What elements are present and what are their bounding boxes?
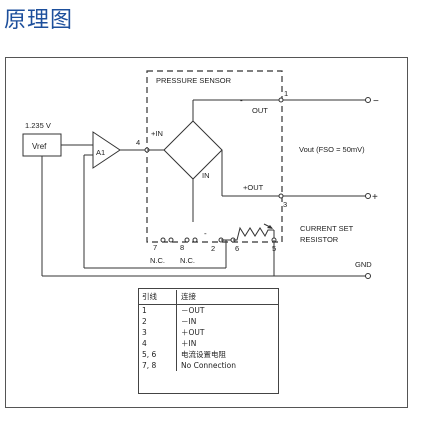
pin8-node — [184, 237, 190, 243]
pin1-node — [278, 97, 284, 103]
minus-dash: - — [240, 96, 243, 105]
pin-connection: 电流设置电阻 — [176, 349, 279, 360]
pin3-number: 3 — [283, 200, 287, 209]
bridge-diamond — [163, 120, 223, 180]
pin3-node — [278, 193, 284, 199]
resistor-label: RESISTOR — [300, 235, 339, 244]
pin8b-node — [192, 237, 198, 243]
vout-label: Vout (FSO = 50mV) — [299, 145, 365, 154]
pin4-number: 4 — [136, 138, 140, 147]
diagram-frame — [5, 57, 408, 408]
pin7-node — [160, 237, 166, 243]
plus-out-label: +OUT — [243, 183, 264, 192]
pin-connection: ＋IN — [176, 338, 279, 349]
amplifier-symbol — [92, 131, 121, 169]
page-title: 原理图 — [4, 8, 74, 33]
pin1-number: 1 — [284, 89, 288, 98]
pin-number: 4 — [142, 339, 147, 348]
gnd-terminal — [365, 273, 371, 279]
pin-number: 2 — [142, 317, 147, 326]
current-set-resistor — [233, 226, 274, 241]
table-row: 2 －IN — [138, 316, 279, 327]
pin2-dash: - — [204, 229, 207, 238]
table-row: 7, 8 No Connection — [138, 360, 279, 371]
pin-connection: ＋OUT — [176, 327, 279, 338]
pin-connection: －OUT — [176, 304, 279, 316]
pin-number: 3 — [142, 328, 147, 337]
pin7-number: 7 — [153, 243, 157, 252]
pin-table: 引线 连接 1 －OUT 2 －IN 3 ＋OUT 4 ＋IN 5, 6 电流设… — [138, 290, 279, 371]
pin-connection: No Connection — [176, 360, 279, 371]
pin-number: 7, 8 — [142, 361, 157, 370]
minus-out-label: OUT — [252, 106, 268, 115]
table-row: 3 ＋OUT — [138, 327, 279, 338]
plus-in-label: +IN — [151, 129, 163, 138]
minus-in-label: IN — [202, 171, 210, 180]
pin8-number: 8 — [180, 243, 184, 252]
pin2-number: 2 — [211, 244, 215, 253]
pin-connection: －IN — [176, 316, 279, 327]
resistor-arrow — [267, 225, 273, 229]
out-minus-symbol: − — [373, 96, 379, 107]
table-row: 5, 6 电流设置电阻 — [138, 349, 279, 360]
out-plus-symbol: + — [372, 192, 378, 203]
pin6-number: 6 — [235, 244, 239, 253]
pin-number: 1 — [142, 306, 147, 315]
pin-header-connection: 连接 — [176, 290, 279, 305]
gnd-label: GND — [355, 260, 372, 269]
vref-voltage: 1.235 V — [25, 121, 51, 130]
sensor-enclosure — [146, 70, 283, 243]
table-row: 4 ＋IN — [138, 338, 279, 349]
out-minus-terminal — [365, 97, 371, 103]
vref-label: Vref — [32, 142, 47, 151]
table-row: 1 －OUT — [138, 304, 279, 316]
amp-label: A1 — [96, 148, 105, 157]
pin-header-lead: 引线 — [138, 290, 177, 305]
nc-8-label: N.C. — [180, 256, 195, 265]
out-plus-terminal — [365, 193, 371, 199]
pin-number: 5, 6 — [142, 350, 157, 359]
pin7b-node — [168, 237, 174, 243]
current-set-label: CURRENT SET — [300, 224, 354, 233]
nc-7-label: N.C. — [150, 256, 165, 265]
sensor-label: PRESSURE SENSOR — [156, 76, 232, 85]
